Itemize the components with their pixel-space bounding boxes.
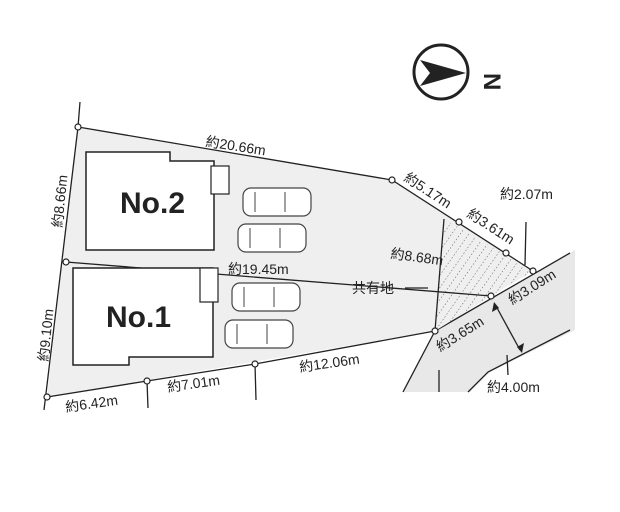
shared-area-label: 共有地 (352, 280, 394, 296)
car-icon (237, 223, 307, 253)
car-icon (242, 187, 312, 217)
lot-label-no1: No.1 (106, 301, 171, 334)
dim-road-width: 約4.00m (487, 379, 540, 395)
car-icon (224, 319, 294, 349)
dim-corner: 約2.07m (500, 186, 553, 202)
shared-area (435, 219, 533, 331)
road-edge (467, 329, 571, 393)
dim-left-lower: 約9.10m (35, 308, 56, 362)
road-edge (434, 252, 571, 332)
arrow-head (517, 343, 524, 353)
north-arrow-icon (412, 43, 470, 101)
dim-middle: 約19.45m (228, 261, 289, 277)
survey-markers (43, 123, 537, 401)
building-no2 (85, 151, 215, 251)
entrance-no2 (210, 165, 230, 195)
dim-shared-middle: 約8.68m (390, 245, 445, 268)
arrow-head (492, 302, 499, 312)
dim-left-upper: 約8.66m (49, 174, 70, 228)
entrance-no1 (199, 267, 219, 303)
north-label: N (478, 73, 505, 90)
lot-boundary (77, 101, 534, 272)
road (403, 250, 575, 392)
road-edge (402, 330, 436, 393)
car-icon (231, 282, 301, 312)
dim-bottom-2: 約7.01m (166, 372, 221, 395)
dim-bottom-1: 約6.42m (64, 392, 119, 415)
lot-label-no2: No.2 (120, 187, 185, 220)
